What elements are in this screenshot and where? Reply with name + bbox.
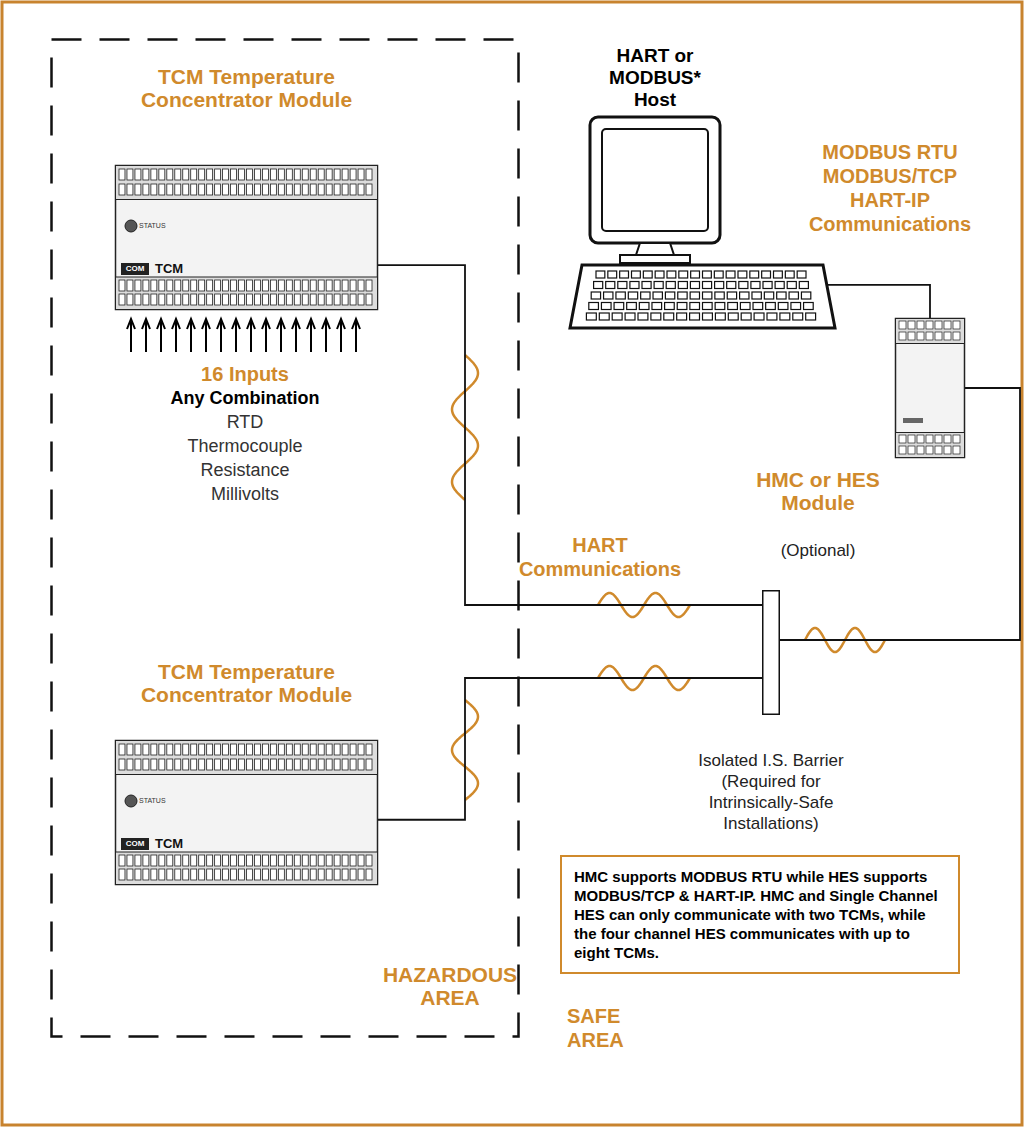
input-type: RTD — [145, 411, 345, 433]
note-box: HMC supports MODBUS RTU while HES suppor… — [560, 855, 960, 974]
input-arrow — [247, 319, 255, 352]
barrier-shape — [762, 590, 780, 715]
area-shape — [50, 38, 520, 1038]
protocol-label: MODBUS RTU MODBUS/TCP HART-IP Communicat… — [798, 140, 983, 236]
port-label: COM — [121, 838, 149, 850]
tcm-shape — [115, 740, 378, 885]
input-type: Thermocouple — [145, 435, 345, 457]
input-arrow — [322, 319, 330, 352]
area-label: HAZARDOUS AREA — [380, 963, 520, 1009]
input-arrow — [232, 319, 240, 352]
input-arrows — [127, 319, 360, 352]
hart-signal-waves — [452, 355, 885, 800]
input-arrow — [352, 319, 360, 352]
hmc-shape — [895, 318, 965, 458]
module-title: HMC or HES Module — [743, 468, 893, 514]
input-arrow — [292, 319, 300, 352]
module-title: TCM Temperature Concentrator Module — [111, 65, 382, 111]
hart-wire — [827, 285, 930, 318]
hart-wire — [378, 265, 762, 605]
input-arrow — [337, 319, 345, 352]
input-arrow — [307, 319, 315, 352]
note-text: HMC supports MODBUS RTU while HES suppor… — [574, 867, 946, 962]
hart-wire — [378, 678, 762, 820]
input-arrow — [217, 319, 225, 352]
port-label: COM — [121, 263, 149, 275]
device-name: TCM — [155, 262, 205, 276]
input-arrow — [142, 319, 150, 352]
input-arrow — [202, 319, 210, 352]
inputs-heading: 16 Inputs — [135, 362, 355, 386]
hmc-hes-module: HMC or HES Module(Optional) — [895, 318, 965, 458]
optional-note: (Optional) — [743, 540, 893, 561]
host-shape — [570, 115, 835, 330]
input-arrow — [172, 319, 180, 352]
input-arrow — [277, 319, 285, 352]
input-arrow — [127, 319, 135, 352]
input-arrow — [262, 319, 270, 352]
input-arrow — [187, 319, 195, 352]
tcm-module: TCM Temperature Concentrator ModuleSTATU… — [115, 740, 378, 885]
status-label: STATUS — [139, 797, 179, 805]
is-barrier: Isolated I.S. Barrier (Required for Intr… — [762, 590, 780, 715]
host-computer: HART or MODBUS* Host — [570, 115, 835, 330]
module-title: TCM Temperature Concentrator Module — [111, 660, 382, 706]
tcm-module: TCM Temperature Concentrator ModuleSTATU… — [115, 165, 378, 310]
barrier-label: Isolated I.S. Barrier (Required for Intr… — [681, 750, 861, 834]
tcm-shape — [115, 165, 378, 310]
device-name: TCM — [155, 837, 205, 851]
link-label: HART Communications — [513, 533, 688, 581]
input-type: Resistance — [145, 459, 345, 481]
inputs-subheading: Any Combination — [135, 387, 355, 409]
input-arrow — [157, 319, 165, 352]
input-type: Millivolts — [145, 483, 345, 505]
host-title: HART or MODBUS* Host — [605, 45, 705, 111]
status-label: STATUS — [139, 222, 179, 230]
hazardous-area: TCM Temperature Concentrator ModuleSTATU… — [50, 38, 520, 1038]
area-label: SAFE AREA — [567, 1004, 657, 1052]
